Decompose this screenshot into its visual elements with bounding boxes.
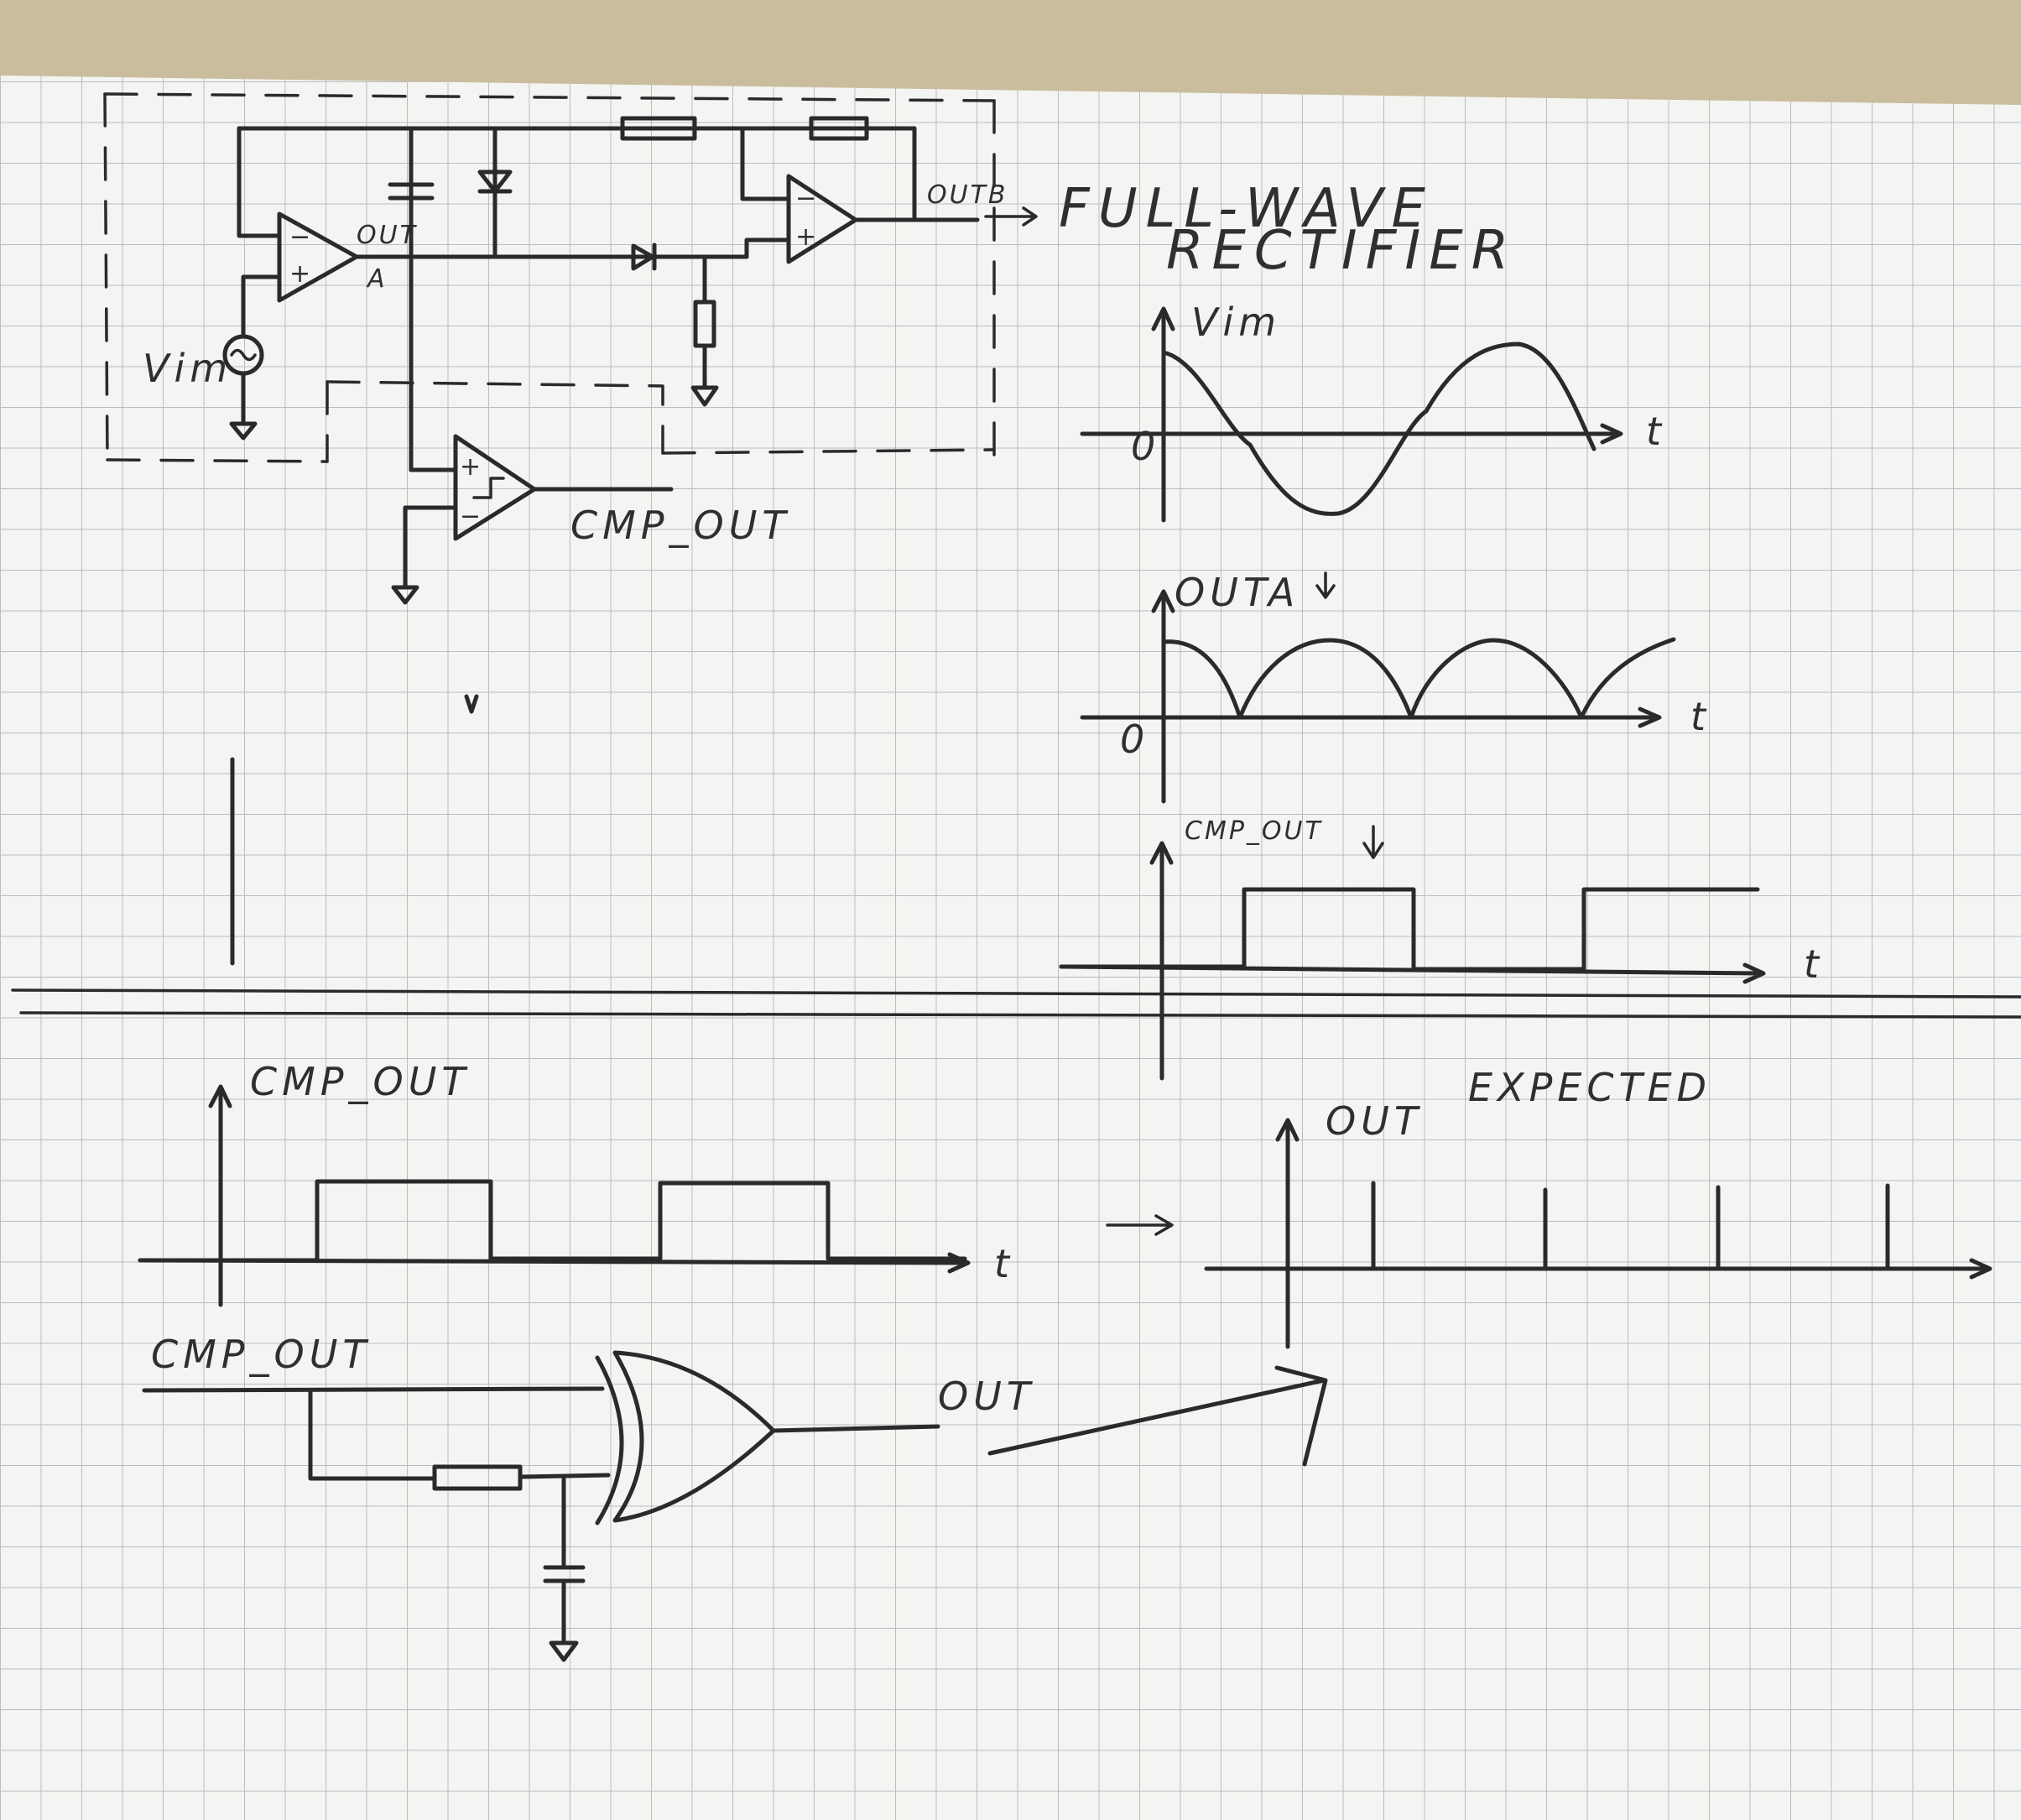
paper-sheet — [0, 76, 2021, 1820]
graph-vin-t: t — [1646, 409, 1666, 454]
outb-label: OUTB — [927, 180, 1008, 210]
rectifier-circuit: − + OUT A — [103, 92, 1008, 966]
svg-text:−: − — [460, 502, 483, 531]
graph-outa-arrow — [1315, 571, 1336, 599]
graph-vin: Vim 0 t — [1080, 300, 1666, 523]
graph-outa-label: OUTA — [1175, 570, 1300, 615]
bottom-cmp-out-label: CMP_OUT — [250, 1059, 471, 1104]
feedback-resistor-b — [809, 116, 869, 141]
title-line-2: RECTIFIER — [1166, 220, 1517, 282]
xor-edge-detector: CMP_OUT OUT — [142, 1332, 1328, 1662]
section-divider — [11, 988, 2021, 1019]
vin-label: Vim — [143, 346, 232, 391]
svg-text:−: − — [289, 222, 313, 252]
bottom-cmp-out-graph: CMP_OUT t — [138, 1059, 1014, 1307]
result-arrow — [987, 1365, 1328, 1467]
svg-text:+: + — [289, 259, 313, 289]
feedback-capacitor — [388, 126, 435, 201]
transform-arrow — [1106, 1214, 1174, 1236]
svg-text:+: + — [795, 222, 819, 252]
graph-cmp-out-label: CMP_OUT — [1185, 816, 1323, 846]
shunt-resistor — [690, 254, 719, 407]
graph-cmp-out-arrow — [1362, 825, 1384, 859]
graph-outa: OUTA 0 t — [1080, 570, 1711, 804]
comparator: + − CMP_OUT — [391, 434, 791, 605]
dashed-enclosure — [103, 92, 996, 463]
svg-text:+: + — [460, 452, 483, 482]
graph-cmp-out-t: t — [1804, 941, 1824, 987]
input-resistor-b — [620, 116, 697, 141]
title-arrow — [984, 206, 1038, 227]
opamp-b: − + OUTB — [740, 126, 1008, 264]
series-diode — [631, 242, 749, 271]
graph-outa-t: t — [1690, 694, 1711, 739]
expected-out-label: OUT — [1326, 1098, 1423, 1144]
bottom-graph-t: t — [994, 1241, 1014, 1286]
node-a-label: A — [366, 264, 388, 294]
feedback-diode — [477, 126, 513, 259]
opamp-out-label: OUT — [357, 221, 418, 250]
xor-gate: OUT — [595, 1350, 1035, 1525]
graph-vin-label: Vim — [1191, 300, 1281, 345]
title-line-1: FULL-WAVE — [1059, 178, 1434, 240]
svg-text:−: − — [795, 184, 819, 213]
expected-label: EXPECTED — [1468, 1065, 1711, 1110]
title: FULL-WAVE RECTIFIER — [984, 178, 1517, 282]
expected-out-graph: EXPECTED OUT — [1204, 1065, 1992, 1349]
xor-in-label: CMP_OUT — [151, 1332, 372, 1377]
delay-capacitor — [543, 1474, 586, 1662]
down-arrow-mark — [464, 694, 479, 714]
cmp-out-circuit-label: CMP_OUT — [570, 503, 791, 548]
input-voltage-source: Vim — [143, 274, 282, 441]
graph-cmp-out: CMP_OUT t — [1059, 816, 1824, 1081]
xor-out-label: OUT — [938, 1374, 1035, 1419]
graph-outa-zero: 0 — [1120, 717, 1149, 762]
opamp-a: − + OUT A — [277, 211, 418, 303]
graph-vin-zero: 0 — [1131, 424, 1160, 469]
